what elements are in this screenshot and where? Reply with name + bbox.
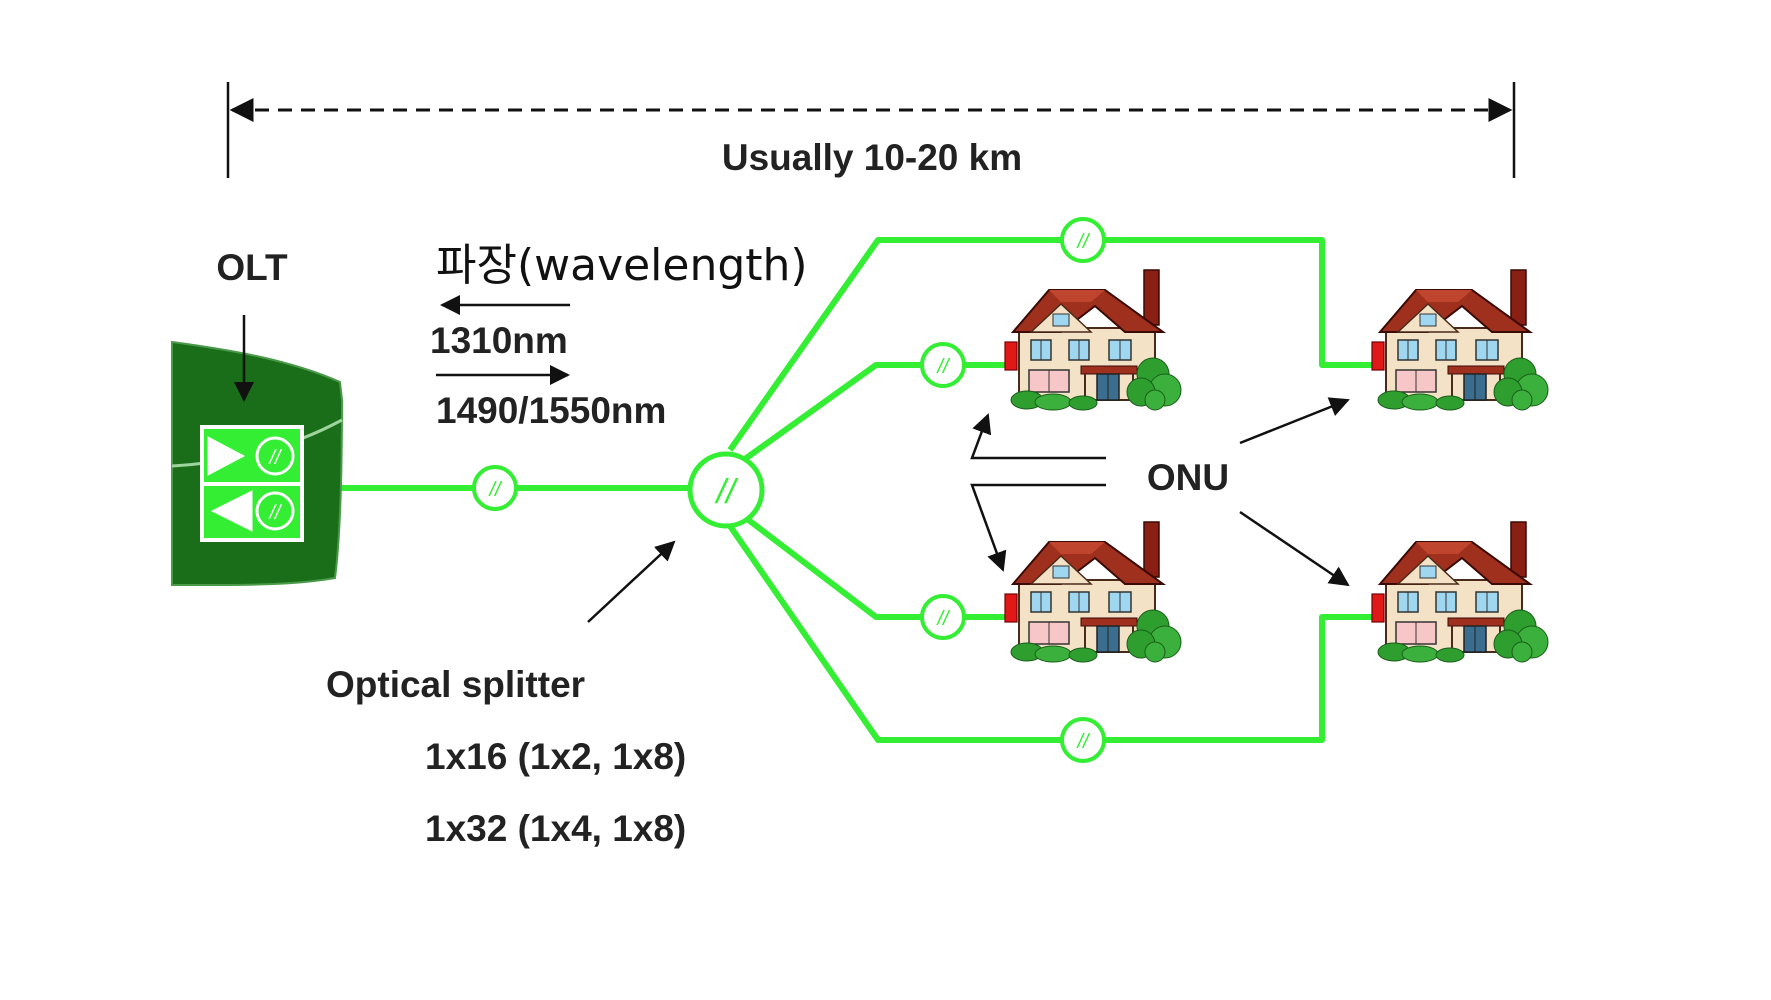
- connector-branch-3: //: [920, 594, 966, 640]
- connector-branch-4-mark: //: [1075, 731, 1091, 753]
- distance-indicator: Usually 10-20 km: [226, 82, 1516, 178]
- onu-pointer-4: [1239, 510, 1350, 587]
- splitter-icon: [687, 451, 765, 529]
- connector-branch-2-icon: [920, 342, 966, 388]
- connector-branch-1-icon: [1060, 217, 1106, 263]
- wavelength-title: 파장(wavelength): [436, 240, 808, 291]
- fiber-branch-1: [727, 237, 1372, 452]
- splitter-ratio-1: 1x16 (1x2, 1x8): [425, 736, 686, 777]
- connector-feeder-mark: //: [487, 479, 503, 501]
- onu-house-3: [1004, 521, 1182, 663]
- optical-splitter: //: [687, 451, 765, 529]
- olt-unit: // //: [171, 340, 344, 587]
- fiber-branch-4: [727, 524, 1372, 743]
- downstream-wavelength: 1490/1550nm: [436, 390, 666, 431]
- connector-branch-3-mark: //: [935, 608, 951, 630]
- splitter-ratio-2: 1x32 (1x4, 1x8): [425, 808, 686, 849]
- onu-pointer-2: [1239, 397, 1350, 445]
- olt-label: OLT: [216, 247, 288, 288]
- connector-feeder: //: [472, 465, 518, 511]
- distance-label: Usually 10-20 km: [722, 137, 1022, 178]
- olt-port-top-icon: [255, 436, 295, 476]
- connector-branch-2: //: [920, 342, 966, 388]
- onu-pointer-3: [970, 483, 1106, 572]
- olt-receive-icon: [210, 490, 253, 532]
- onu-label: ONU: [1147, 457, 1229, 498]
- splitter-pointer-arrow: [587, 540, 676, 623]
- onu-pointer-1: [970, 413, 1106, 460]
- olt-port-bottom-mark: //: [267, 502, 283, 524]
- olt-port-bottom-icon: [255, 491, 295, 531]
- house-icon: [1004, 521, 1182, 663]
- olt-port-top-mark: //: [267, 447, 283, 469]
- onu-house-4: [1371, 521, 1549, 663]
- splitter-mark: //: [715, 473, 739, 511]
- house-icon: [1371, 269, 1549, 411]
- onu-pointers: [970, 397, 1350, 587]
- connector-branch-1-mark: //: [1075, 231, 1091, 253]
- fiber-branch-3: [736, 509, 1005, 620]
- onu-house-1: [1004, 269, 1182, 411]
- connector-branch-2-mark: //: [935, 356, 951, 378]
- onu-house-2: [1371, 269, 1549, 411]
- splitter-label: Optical splitter: [326, 664, 585, 705]
- connector-branch-4: //: [1060, 717, 1106, 763]
- connector-feeder-icon: [472, 465, 518, 511]
- upstream-wavelength: 1310nm: [430, 320, 568, 361]
- connector-branch-1: //: [1060, 217, 1106, 263]
- connector-branch-4-icon: [1060, 717, 1106, 763]
- connector-branch-3-icon: [920, 594, 966, 640]
- house-icon: [1371, 521, 1549, 663]
- olt-transmit-icon: [207, 436, 246, 476]
- house-icon: [1004, 269, 1182, 411]
